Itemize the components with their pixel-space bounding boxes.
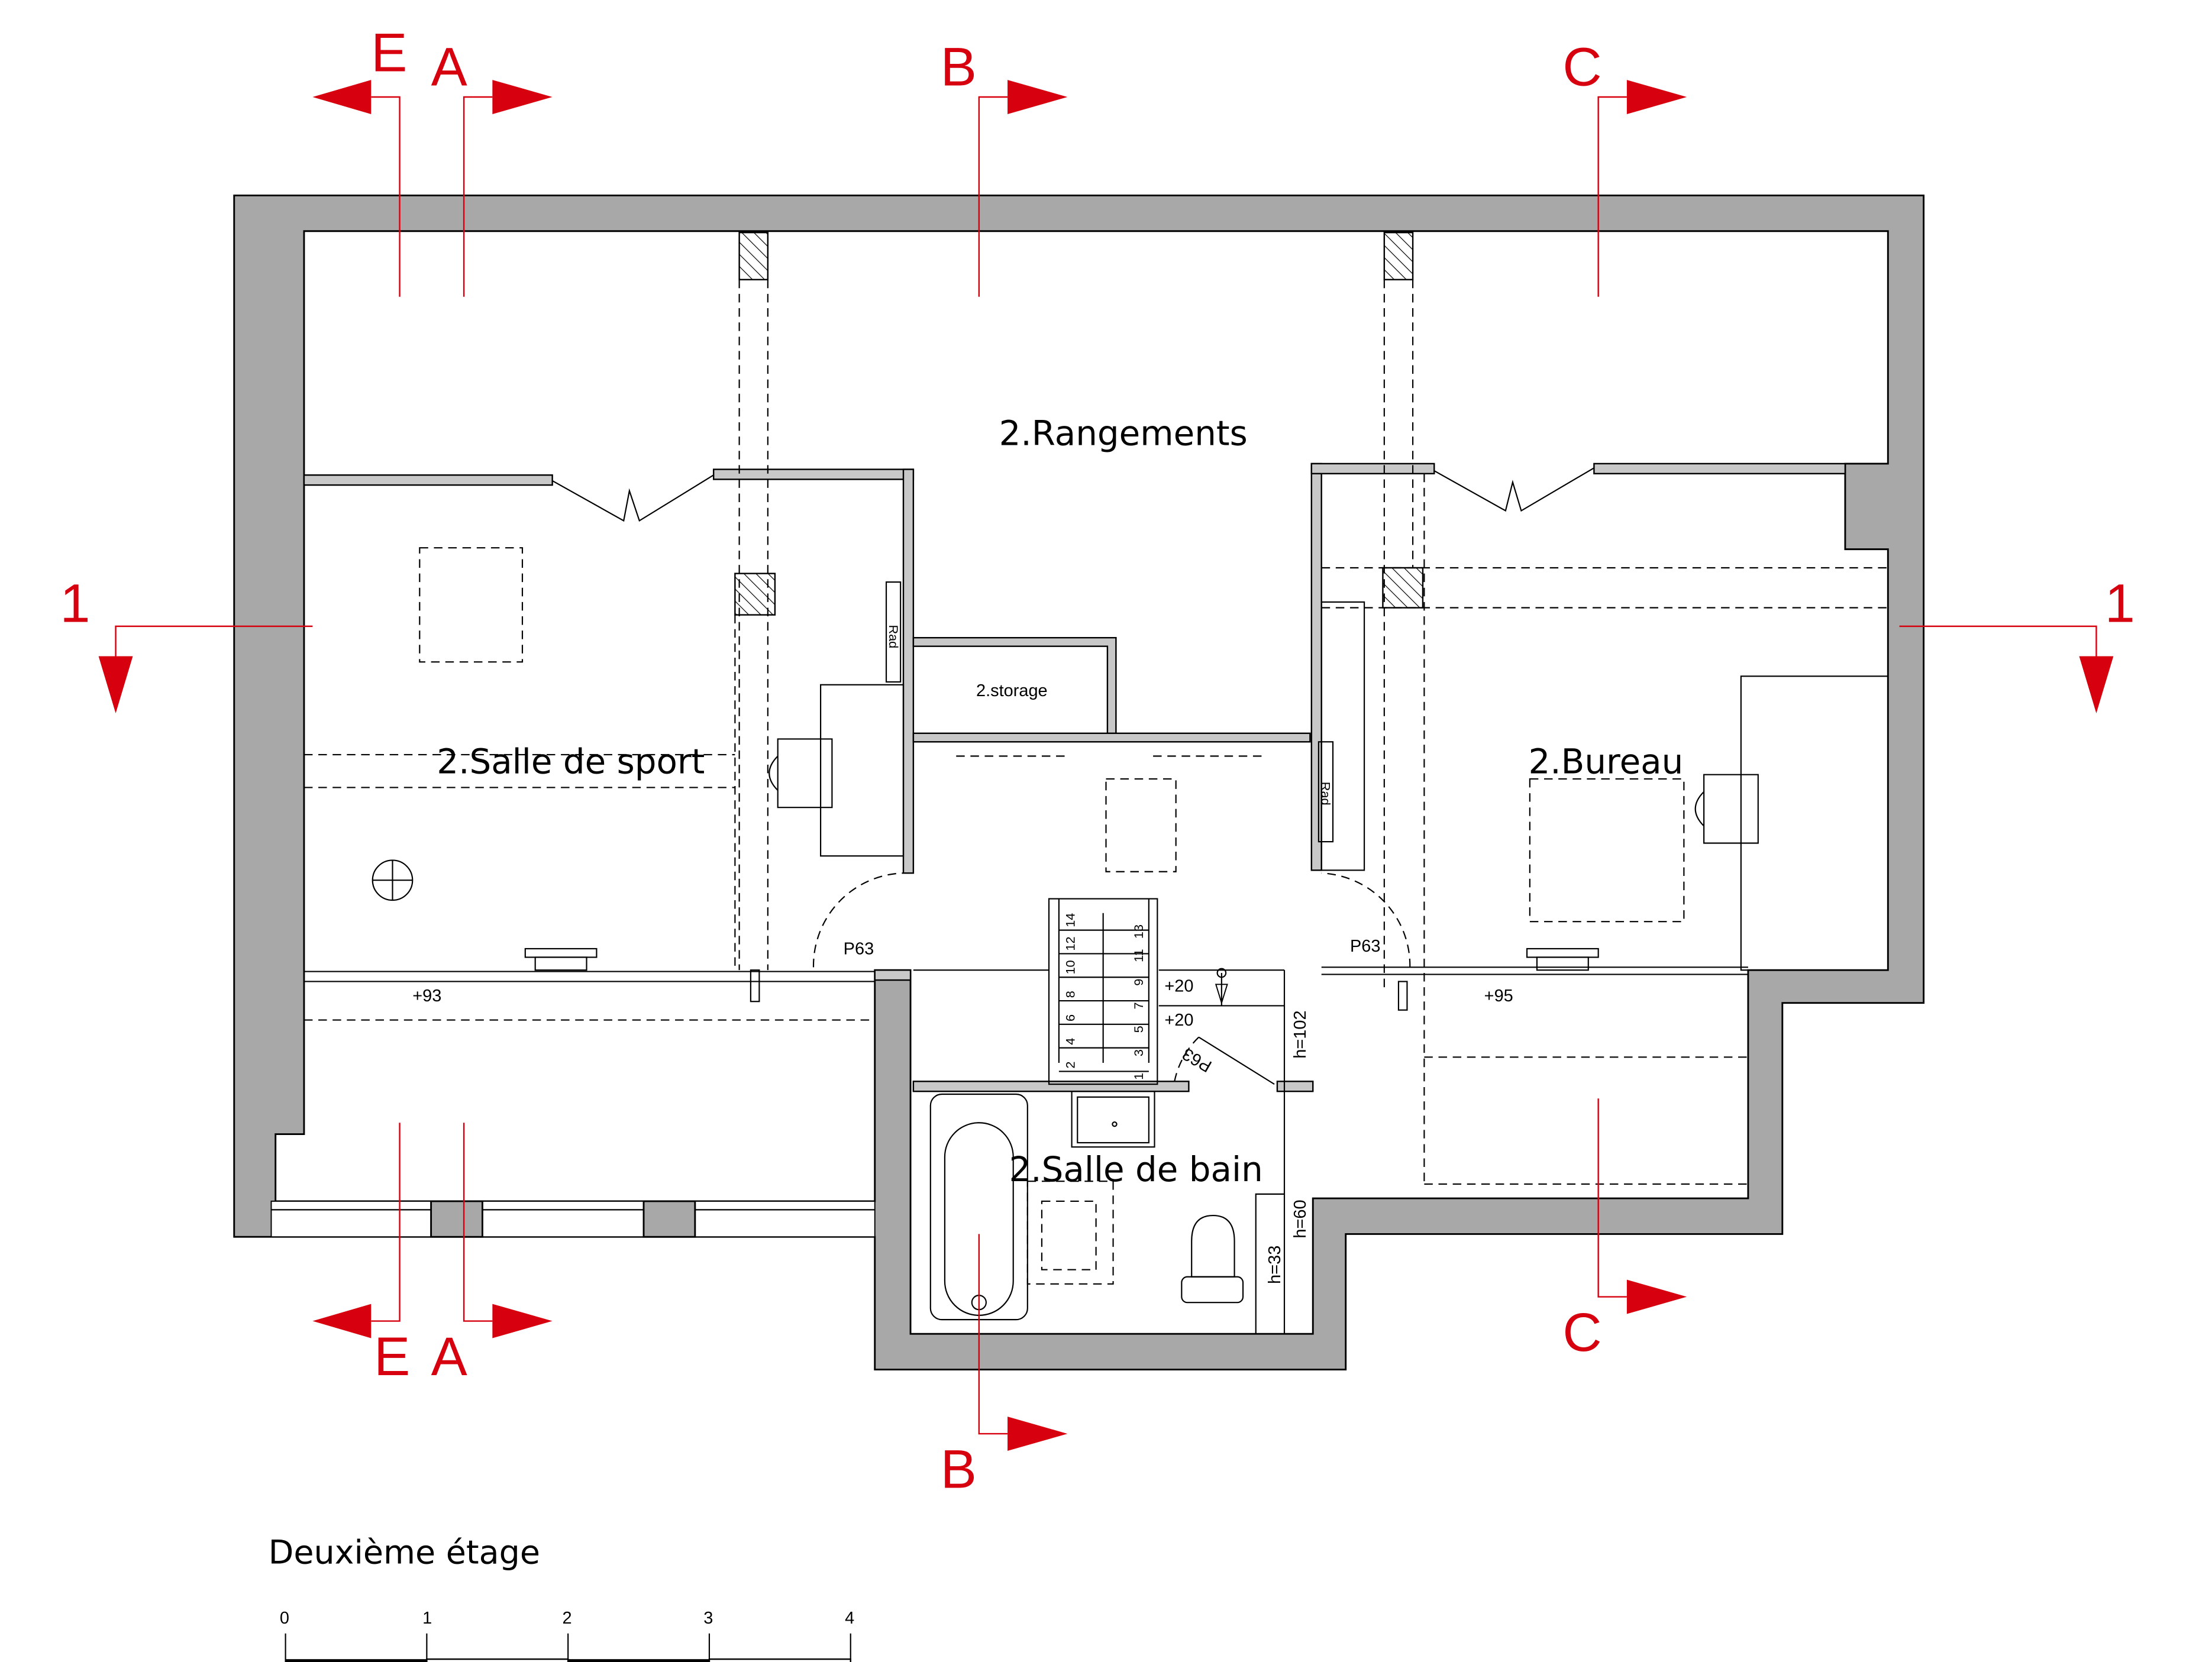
stair-step-number: 10 [1063,960,1077,974]
door-left[interactable] [812,872,904,968]
scale-bar: 0 1 2 3 4 [280,1609,854,1662]
interior-walls [303,463,1846,1334]
scale-label: 4 [845,1609,854,1628]
stair-step-number: 2 [1063,1062,1077,1069]
stair-step-number: 8 [1063,991,1077,998]
section-label-1-left: 1 [60,574,90,634]
staircase: 14 12 10 8 6 4 2 13 11 9 7 5 3 1 [1048,898,1158,1085]
scale-label: 2 [563,1609,572,1628]
door-label: P63 [1350,937,1381,956]
radiator-label: Rad [1319,782,1333,806]
door-label: P63 [1179,1044,1215,1075]
room-label-sport: 2.Salle de sport [437,741,705,781]
chair-icon [1694,774,1759,844]
room-label-bain: 2.Salle de bain [1009,1149,1262,1189]
stair-step-number: 9 [1131,979,1146,986]
section-label-a-top: A [431,37,467,98]
stair-step-number: 7 [1131,1002,1146,1009]
pillar [738,231,769,280]
section-label-e-top: E [371,23,407,83]
stair-step-number: 6 [1063,1014,1077,1021]
level-label: +20 [1164,976,1193,995]
stair-step-number: 1 [1131,1073,1146,1080]
plan-title: Deuxième étage [269,1534,540,1572]
level-label: +93 [412,987,441,1005]
level-arrow-icon [1215,968,1228,1006]
section-label-e-bottom: E [374,1327,410,1387]
height-label: h=33 [1265,1246,1284,1284]
stair-step-number: 11 [1131,949,1146,962]
section-label-1-right: 1 [2105,574,2135,634]
level-label: +95 [1484,987,1513,1005]
section-lines [98,80,2114,1451]
section-label-b-top: B [941,37,977,98]
sink-icon [1071,1091,1155,1148]
room-label-bureau: 2.Bureau [1528,741,1683,781]
stair-step-number: 5 [1131,1026,1146,1033]
folding-door-sport[interactable] [552,474,714,522]
stair-step-number: 4 [1063,1038,1077,1045]
room-label-storage: 2.storage [976,681,1048,700]
door-right[interactable] [1321,872,1411,968]
scale-label: 3 [703,1609,713,1628]
stair-step-number: 14 [1063,913,1077,927]
folding-door-bureau[interactable] [1433,467,1594,512]
section-label-a-bottom: A [431,1327,467,1387]
scale-label: 1 [422,1609,432,1628]
stair-step-number: 12 [1063,936,1077,950]
height-label: h=102 [1291,1010,1310,1058]
door-bath[interactable] [1174,1036,1200,1082]
exterior-wall [233,194,1925,1370]
section-label-c-bottom: C [1562,1302,1601,1363]
pillar [1383,231,1414,280]
section-label-b-bottom: B [941,1440,977,1500]
height-label: h=60 [1291,1199,1310,1238]
toilet-icon [1191,1214,1235,1278]
pillar [734,573,776,616]
pillar [1382,567,1424,609]
chair-icon [768,738,833,809]
scale-label: 0 [280,1609,289,1628]
room-label-rangements: 2.Rangements [999,413,1248,454]
window-bottom [270,1200,876,1238]
stair-step-number: 13 [1131,924,1146,939]
level-label: +20 [1164,1011,1193,1030]
section-label-c-top: C [1562,37,1601,98]
door-label: P63 [844,940,874,959]
radiator-label: Rad [886,625,901,648]
stair-step-number: 3 [1131,1049,1146,1056]
